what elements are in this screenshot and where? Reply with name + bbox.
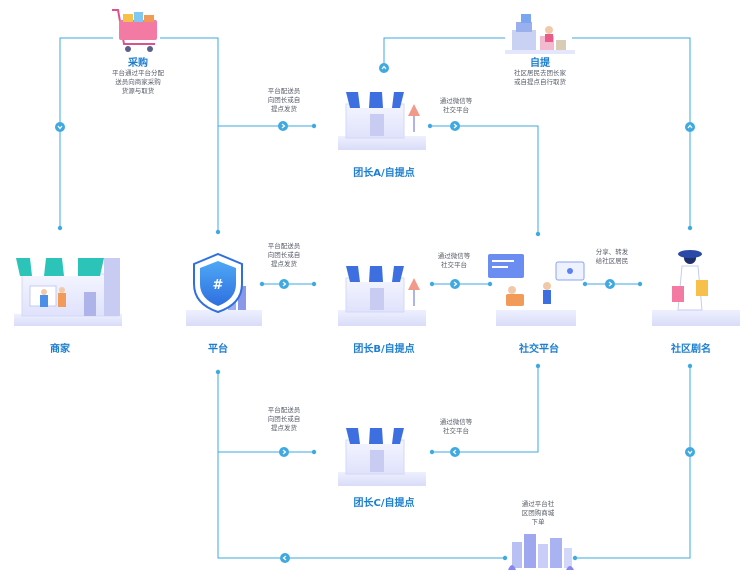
connector-lines — [59, 37, 691, 559]
line-shangjia-to-caigou — [59, 37, 113, 228]
arrow-right-icon — [450, 121, 460, 131]
arrow-up-icon — [685, 122, 695, 132]
caigou-description: 平台通过平台分配 送员向商家采购 货源与取货 — [112, 69, 164, 95]
line-caigou-to-pingtai — [160, 37, 219, 232]
note-social-to-residents: 分享、转发 给社区居民 — [595, 248, 629, 265]
city-skyline-illustration — [508, 534, 574, 570]
shangjia-label: 商家 — [50, 344, 70, 355]
arrow-right-icon — [605, 279, 615, 289]
note-c-to-social: 通过微信等 社交平台 — [439, 418, 473, 435]
arrow-right-icon — [278, 121, 288, 131]
arrow-down-icon — [685, 447, 695, 457]
ziti-description: 社区居民去团长家 或自提点自行取货 — [514, 69, 566, 86]
platform-shield-illustration: # — [186, 252, 262, 326]
line-pingtai-bottom — [217, 372, 505, 559]
arrow-right-icon — [279, 447, 289, 457]
note-a-to-social: 通过微信等 社交平台 — [439, 97, 473, 114]
note-platform-to-c: 平台配送员 向团长或自 提点发货 — [267, 406, 301, 432]
store-b-illustration — [338, 266, 426, 326]
shopping-cart-illustration — [112, 9, 157, 52]
merchant-store-illustration — [14, 258, 122, 326]
self-pickup-illustration — [505, 14, 575, 54]
line-social-to-c — [432, 366, 539, 453]
note-platform-to-b: 平台配送员 向团长或自 提点发货 — [267, 242, 301, 268]
shequ-label: 社区剧名 — [671, 344, 711, 355]
tuanzhang-b-label: 团长B/自提点 — [353, 344, 415, 355]
tuanzhang-c-label: 团长C/自提点 — [353, 498, 415, 509]
line-a-top-to-ziti — [383, 37, 505, 68]
note-platform-to-a: 平台配送员 向团长或自 提点发货 — [267, 87, 301, 113]
arrow-chips — [55, 63, 695, 563]
note-bottom-order: 通过平台社 区团购商城 下单 — [521, 500, 555, 526]
store-a-illustration — [338, 92, 426, 150]
caigou-label: 采购 — [128, 58, 148, 69]
line-ziti-to-shequ — [572, 37, 691, 228]
arrow-right-icon — [279, 279, 289, 289]
line-a-to-social — [430, 125, 539, 234]
arrow-up-icon — [379, 63, 389, 73]
note-b-to-social: 通过微信等 社交平台 — [437, 252, 471, 269]
arrow-down-icon — [55, 122, 65, 132]
shejiao-label: 社交平台 — [519, 344, 559, 355]
svg-text:#: # — [213, 278, 224, 293]
store-c-illustration — [338, 428, 426, 486]
junction-dots — [57, 65, 693, 561]
social-platform-illustration — [488, 254, 585, 326]
pingtai-label: 平台 — [208, 344, 228, 355]
arrow-left-icon — [280, 553, 290, 563]
arrow-left-icon — [450, 447, 460, 457]
line-residents-to-bottom — [575, 366, 691, 559]
resident-illustration — [652, 250, 740, 326]
arrow-right-icon — [450, 279, 460, 289]
ziti-label: 自提 — [530, 58, 550, 69]
tuanzhang-a-label: 团长A/自提点 — [353, 168, 415, 179]
